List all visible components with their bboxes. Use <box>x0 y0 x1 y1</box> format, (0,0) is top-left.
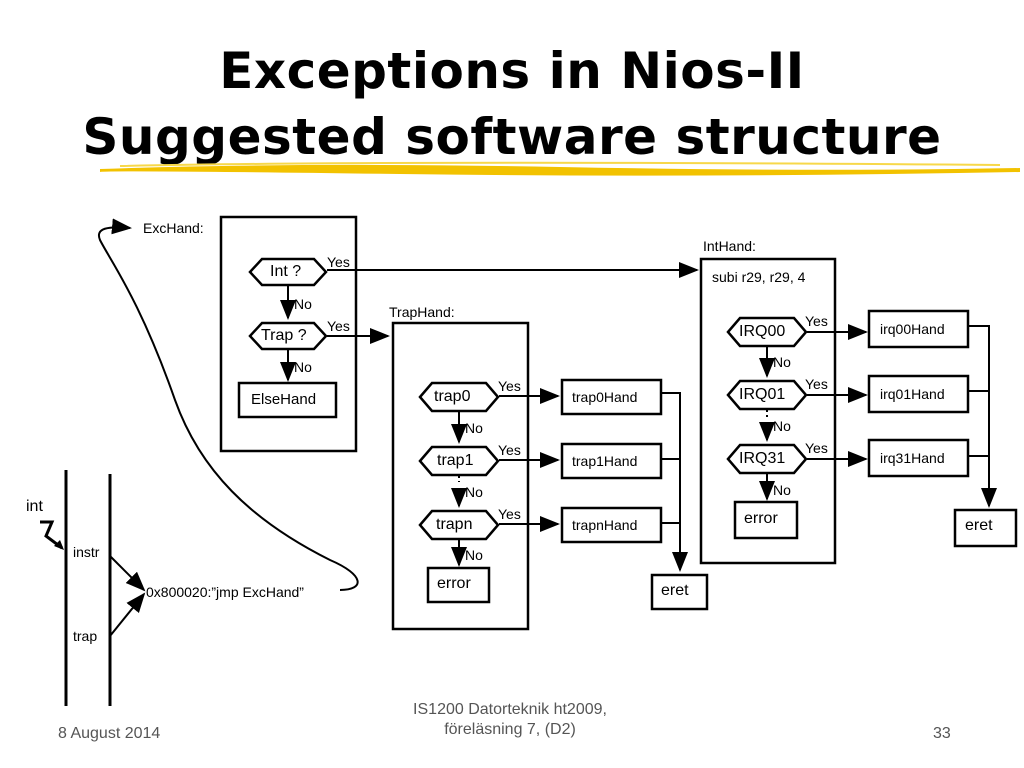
trap1hand-box <box>560 442 663 480</box>
trap1-yes-label: Yes <box>498 442 521 458</box>
footer-course-line1: IS1200 Datorteknik ht2009, <box>413 701 607 718</box>
exchand-label: ExcHand: <box>143 220 204 236</box>
irq-error-text: error <box>744 510 778 527</box>
irq31-check-text: IRQ31 <box>739 450 786 467</box>
int-no-label: No <box>294 296 312 312</box>
irq-error-box <box>733 500 799 540</box>
trap0-yes-label: Yes <box>498 378 521 394</box>
trapn-check-text: trapn <box>436 516 473 533</box>
trap-error-text: error <box>437 575 471 592</box>
trap1hand-text: trap1Hand <box>572 453 638 469</box>
timeline-instr-label: instr <box>73 544 100 560</box>
trap1-check-text: trap1 <box>437 452 474 469</box>
trap0-check-text: trap0 <box>434 388 471 405</box>
irq01-yes-label: Yes <box>805 376 828 392</box>
int-signal-arrow <box>40 520 63 550</box>
trap-eret-text: eret <box>661 582 689 599</box>
timeline-int-label: int <box>26 498 43 515</box>
traphand-label: TrapHand: <box>389 304 455 320</box>
irq31-yes-label: Yes <box>805 440 828 456</box>
title-highlight-stroke <box>100 161 1020 176</box>
inthand-prologue: subi r29, r29, 4 <box>712 269 806 285</box>
irq01-check-shape <box>726 379 808 411</box>
footer-course-line2: föreläsning 7, (D2) <box>444 721 576 738</box>
page-title-line1: Exceptions in Nios-II <box>219 42 805 100</box>
irq00hand-box <box>867 309 970 349</box>
int-yes-label: Yes <box>327 254 350 270</box>
int-check-shape <box>248 257 328 287</box>
trap-yes-label: Yes <box>327 318 350 334</box>
irq00-no-label: No <box>773 354 791 370</box>
irq00hand-text: irq00Hand <box>880 321 945 337</box>
exception-vector-label: 0x800020:”jmp ExcHand” <box>146 584 304 600</box>
irq01hand-box <box>867 374 970 414</box>
irq00-check-shape <box>726 316 808 348</box>
footer-page-number: 33 <box>933 725 951 742</box>
elsehand-box <box>237 381 338 419</box>
trap0-check-shape <box>418 381 500 413</box>
int-check-text: Int ? <box>270 263 302 280</box>
trap1-check-shape <box>418 445 500 477</box>
irq00-check-text: IRQ00 <box>739 323 786 340</box>
irq-eret-text: eret <box>965 517 993 534</box>
trapn-yes-label: Yes <box>498 506 521 522</box>
trap-check-text: Trap ? <box>261 327 307 344</box>
jump-to-exchand-curve <box>97 218 359 591</box>
page-title-line2: Suggested software structure <box>82 108 942 166</box>
footer-course: IS1200 Datorteknik ht2009, föreläsning 7… <box>380 700 640 740</box>
irq31hand-text: irq31Hand <box>880 450 945 466</box>
trap-no-label: No <box>294 359 312 375</box>
trapn-check-shape <box>418 509 500 541</box>
trap-error-box <box>426 566 491 604</box>
elsehand-text: ElseHand <box>251 391 317 408</box>
timeline-trap-label: trap <box>73 628 98 644</box>
inthand-label: IntHand: <box>703 238 756 254</box>
irq31hand-box <box>867 438 970 478</box>
footer-date: 8 August 2014 <box>58 725 161 742</box>
irq31-no-label: No <box>773 482 791 498</box>
trap-eret-box <box>650 573 709 611</box>
irq01hand-text: irq01Hand <box>880 386 945 402</box>
trapn-no-label: No <box>465 547 483 563</box>
trap0hand-text: trap0Hand <box>572 389 638 405</box>
trap-check-shape <box>248 321 328 351</box>
trap0hand-box <box>560 378 663 416</box>
irq-eret-box <box>953 508 1018 548</box>
irq01-check-text: IRQ01 <box>739 386 786 403</box>
trap0-no-label: No <box>465 420 483 436</box>
irq00-yes-label: Yes <box>805 313 828 329</box>
irq31-check-shape <box>726 443 808 475</box>
trap1-no-label: No <box>465 484 483 500</box>
trapnhand-text: trapnHand <box>572 517 638 533</box>
irq01-no-label: No <box>773 418 791 434</box>
trapnhand-box <box>560 506 663 544</box>
